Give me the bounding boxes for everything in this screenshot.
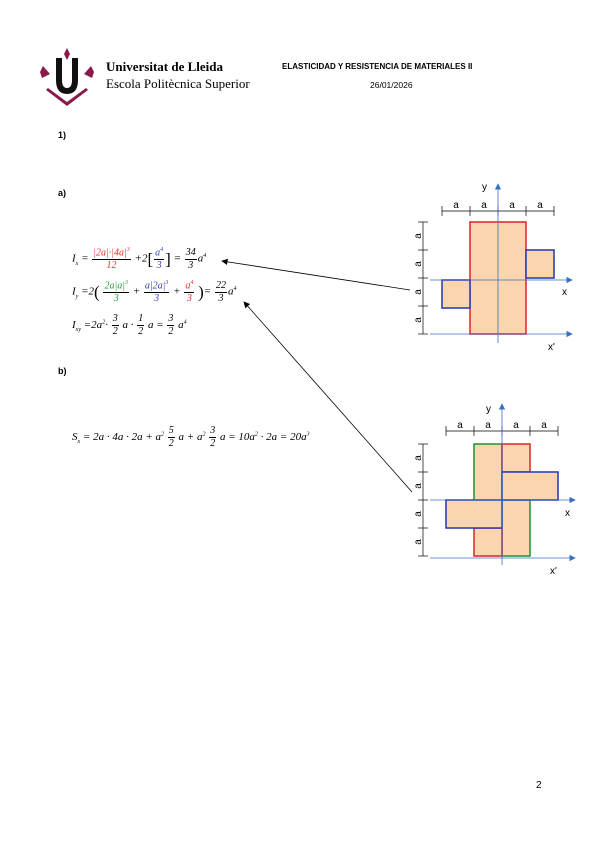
dim-label: a — [413, 511, 424, 517]
y-axis-label: y — [486, 404, 491, 415]
arrow-iy — [243, 301, 413, 493]
rect-green-right — [501, 499, 531, 557]
rect-blue-left — [445, 499, 503, 529]
dim-label: a — [413, 317, 424, 323]
dim-label: a — [453, 200, 459, 211]
dim-label: a — [541, 420, 547, 431]
dim-label: a — [513, 420, 519, 431]
x-axis-label: x — [562, 287, 567, 298]
rect-right — [525, 249, 555, 279]
dim-label: a — [413, 233, 424, 239]
rect-red-top — [501, 443, 531, 473]
problem-number: 1) — [58, 130, 67, 140]
dim-label: a — [413, 539, 424, 545]
y-axis-label: y — [482, 182, 487, 193]
x-axis-label: x — [565, 508, 570, 519]
university-name: Universitat de Lleida — [106, 59, 223, 74]
rect-left — [441, 279, 471, 309]
part-a-label: a) — [58, 188, 67, 198]
dim-label: a — [485, 420, 491, 431]
dim-label: a — [413, 289, 424, 295]
dim-label: a — [413, 455, 424, 461]
exam-date: 26/01/2026 — [370, 80, 413, 90]
page-number: 2 — [536, 780, 542, 791]
section-diagram-a: a a a a a a a a y x x' — [413, 182, 573, 353]
x-prime-label: x' — [550, 566, 557, 577]
course-title: ELASTICIDAD Y RESISTENCIA DE MATERIALES … — [282, 62, 473, 71]
rect-blue-right — [501, 471, 559, 501]
school-name: Escola Politècnica Superior — [106, 76, 250, 91]
part-b-label: b) — [58, 366, 67, 376]
section-diagram-b: a a a a a a a a y x x' — [413, 403, 576, 577]
dim-label: a — [457, 420, 463, 431]
dim-label: a — [413, 261, 424, 267]
x-prime-label: x' — [548, 342, 555, 353]
dim-label: a — [413, 483, 424, 489]
rect-red-bottom — [473, 527, 503, 557]
dim-label: a — [481, 200, 487, 211]
dim-label: a — [537, 200, 543, 211]
dim-label: a — [509, 200, 515, 211]
arrow-ix — [221, 258, 411, 291]
university-logo — [40, 48, 94, 106]
